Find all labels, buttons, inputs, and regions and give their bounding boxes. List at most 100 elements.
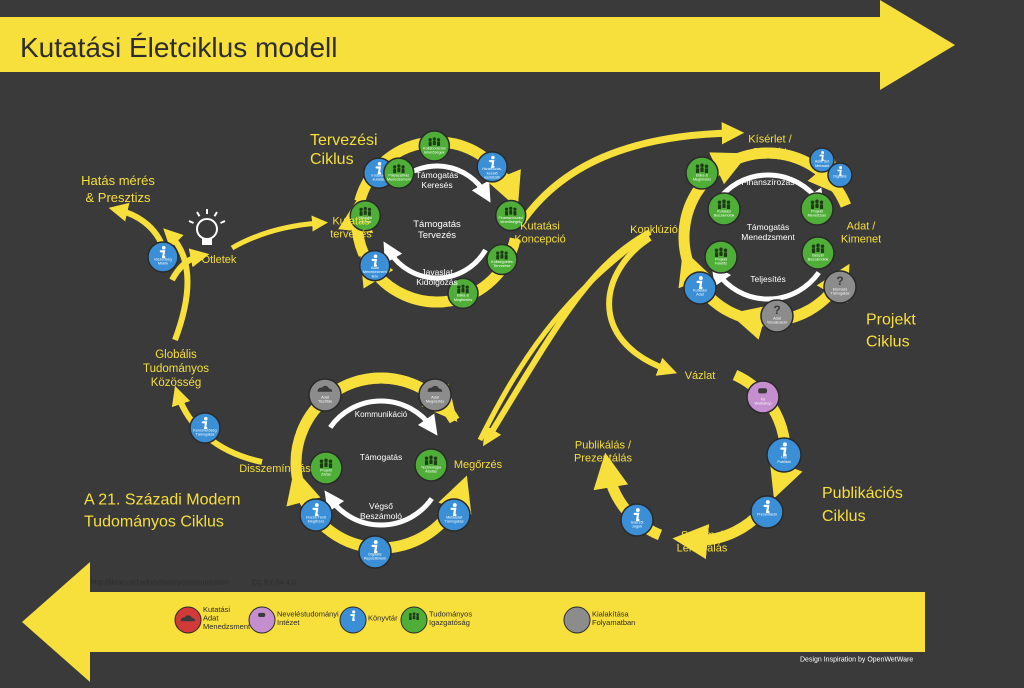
label-preservation: Megőrzés bbox=[454, 459, 503, 471]
connector-ideas-planning bbox=[230, 215, 328, 251]
project-inner-arc bbox=[715, 172, 825, 210]
footer-url: http://library.ucf.edu/scholarlycommunic… bbox=[91, 579, 229, 586]
resource-node-label: Digitális bbox=[833, 175, 846, 179]
svg-text:?: ? bbox=[836, 274, 843, 288]
svg-text:?: ? bbox=[773, 303, 780, 317]
label-dissemination: Disszemínálás bbox=[239, 463, 311, 475]
connector-to-ideas bbox=[169, 248, 210, 282]
bottom-banner-arrow bbox=[22, 562, 925, 682]
resource-node: Etika &Megfelelés bbox=[447, 277, 479, 310]
label-data-output: Adat /Kimenet bbox=[841, 220, 881, 245]
resource-node: Digitális bbox=[827, 162, 853, 188]
resource-node: Etika &Megfelelés bbox=[685, 156, 719, 190]
resource-node: Prezentáció bbox=[750, 495, 784, 529]
page-title: Kutatási Életciklus modell bbox=[20, 32, 337, 63]
resource-node-label: Etika &Megfelelés bbox=[693, 174, 711, 182]
footer-credit: Design Inspiration by OpenWetWare bbox=[800, 656, 913, 663]
legend-item: Könyvtár bbox=[339, 606, 398, 634]
project-inner-arc bbox=[711, 264, 821, 302]
legend-label: Könyvtár bbox=[368, 614, 398, 623]
connector-community-impact bbox=[163, 228, 191, 342]
resource-node-label: Etika &Megfelelés bbox=[454, 294, 472, 302]
inner-label-communication: Kommunikáció bbox=[355, 410, 408, 419]
modern-inner-arc bbox=[324, 490, 434, 528]
planning-inner-arc bbox=[383, 241, 488, 281]
inner-label-support: Támogatás bbox=[360, 452, 403, 462]
label-draft: Vázlat bbox=[685, 370, 716, 382]
footer-license: CC BY-SA 4.0 bbox=[252, 579, 296, 586]
label-conclusion: Konklúzió bbox=[630, 224, 678, 236]
top-banner-arrow bbox=[0, 0, 955, 90]
label-publishing: Publikálás /Prezentálás bbox=[574, 439, 633, 464]
connector-concept-experiment bbox=[517, 122, 745, 227]
label-impact: Hatás mérés& Presztizs bbox=[81, 173, 155, 205]
